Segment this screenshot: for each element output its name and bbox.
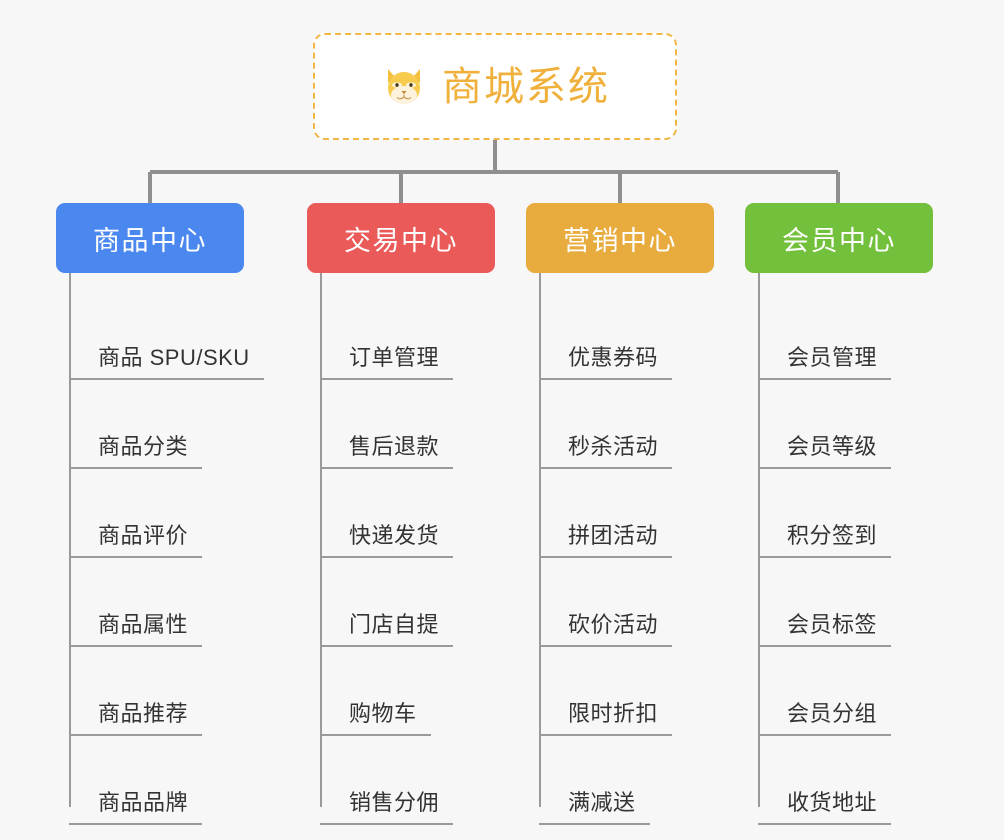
leaf-label: 秒杀活动 [539, 436, 673, 469]
branch-header-label: 交易中心 [344, 225, 458, 256]
leaf-item[interactable]: 商品推荐 [56, 647, 314, 736]
branch-商品中心: 商品中心 商品 SPU/SKU 商品分类 商品评价 商品属性 商品推荐 商品品牌 [56, 203, 314, 825]
leaf-item[interactable]: 会员标签 [745, 558, 975, 647]
dog-face-icon [380, 63, 428, 111]
leaf-label: 快递发货 [320, 525, 454, 558]
leaf-label: 售后退款 [320, 436, 454, 469]
leaf-label: 会员分组 [758, 703, 892, 736]
leaf-label: 砍价活动 [539, 614, 673, 647]
leaf-item[interactable]: 商品品牌 [56, 736, 314, 825]
leaf-label: 收货地址 [758, 792, 892, 825]
leaf-item[interactable]: 拼团活动 [526, 469, 756, 558]
leaf-item[interactable]: 商品属性 [56, 558, 314, 647]
leaf-item[interactable]: 购物车 [307, 647, 551, 736]
leaf-item[interactable]: 售后退款 [307, 380, 551, 469]
leaf-label: 商品分类 [69, 436, 203, 469]
leaf-item[interactable]: 满减送 [526, 736, 756, 825]
leaf-label: 会员管理 [758, 347, 892, 380]
leaf-item[interactable]: 快递发货 [307, 469, 551, 558]
branch-items-0: 商品 SPU/SKU 商品分类 商品评价 商品属性 商品推荐 商品品牌 [56, 273, 314, 825]
branch-header-2[interactable]: 营销中心 [526, 203, 714, 273]
branch-items-2: 优惠券码 秒杀活动 拼团活动 砍价活动 限时折扣 满减送 [526, 273, 756, 825]
leaf-label: 限时折扣 [539, 703, 673, 736]
leaf-item[interactable]: 门店自提 [307, 558, 551, 647]
leaf-item[interactable]: 积分签到 [745, 469, 975, 558]
branch-header-0[interactable]: 商品中心 [56, 203, 244, 273]
branch-header-1[interactable]: 交易中心 [307, 203, 495, 273]
branch-header-label: 会员中心 [782, 225, 896, 256]
leaf-label: 门店自提 [320, 614, 454, 647]
branch-header-3[interactable]: 会员中心 [745, 203, 933, 273]
branch-header-label: 商品中心 [93, 225, 207, 256]
root-node[interactable]: 商城系统 [313, 33, 677, 140]
leaf-item[interactable]: 会员等级 [745, 380, 975, 469]
leaf-item[interactable]: 收货地址 [745, 736, 975, 825]
leaf-label: 拼团活动 [539, 525, 673, 558]
leaf-label: 购物车 [320, 703, 431, 736]
leaf-item[interactable]: 砍价活动 [526, 558, 756, 647]
branch-items-1: 订单管理 售后退款 快递发货 门店自提 购物车 销售分佣 [307, 273, 551, 825]
leaf-label: 商品推荐 [69, 703, 203, 736]
leaf-label: 订单管理 [320, 347, 454, 380]
leaf-label: 会员等级 [758, 436, 892, 469]
leaf-label: 积分签到 [758, 525, 892, 558]
leaf-label: 商品评价 [69, 525, 203, 558]
leaf-label: 商品品牌 [69, 792, 203, 825]
branch-营销中心: 营销中心 优惠券码 秒杀活动 拼团活动 砍价活动 限时折扣 满减送 [526, 203, 756, 825]
leaf-item[interactable]: 限时折扣 [526, 647, 756, 736]
leaf-label: 优惠券码 [539, 347, 673, 380]
branch-items-3: 会员管理 会员等级 积分签到 会员标签 会员分组 收货地址 [745, 273, 975, 825]
leaf-label: 满减送 [539, 792, 650, 825]
leaf-label: 销售分佣 [320, 792, 454, 825]
leaf-item[interactable]: 会员分组 [745, 647, 975, 736]
leaf-item[interactable]: 销售分佣 [307, 736, 551, 825]
leaf-item[interactable]: 商品分类 [56, 380, 314, 469]
leaf-item[interactable]: 会员管理 [745, 291, 975, 380]
branch-会员中心: 会员中心 会员管理 会员等级 积分签到 会员标签 会员分组 收货地址 [745, 203, 975, 825]
leaf-item[interactable]: 优惠券码 [526, 291, 756, 380]
leaf-item[interactable]: 订单管理 [307, 291, 551, 380]
branch-header-label: 营销中心 [563, 225, 677, 256]
leaf-item[interactable]: 商品 SPU/SKU [56, 291, 314, 380]
branch-交易中心: 交易中心 订单管理 售后退款 快递发货 门店自提 购物车 销售分佣 [307, 203, 551, 825]
leaf-item[interactable]: 秒杀活动 [526, 380, 756, 469]
root-title: 商城系统 [442, 64, 610, 109]
leaf-item[interactable]: 商品评价 [56, 469, 314, 558]
leaf-label: 商品 SPU/SKU [69, 347, 264, 380]
leaf-label: 商品属性 [69, 614, 203, 647]
leaf-label: 会员标签 [758, 614, 892, 647]
